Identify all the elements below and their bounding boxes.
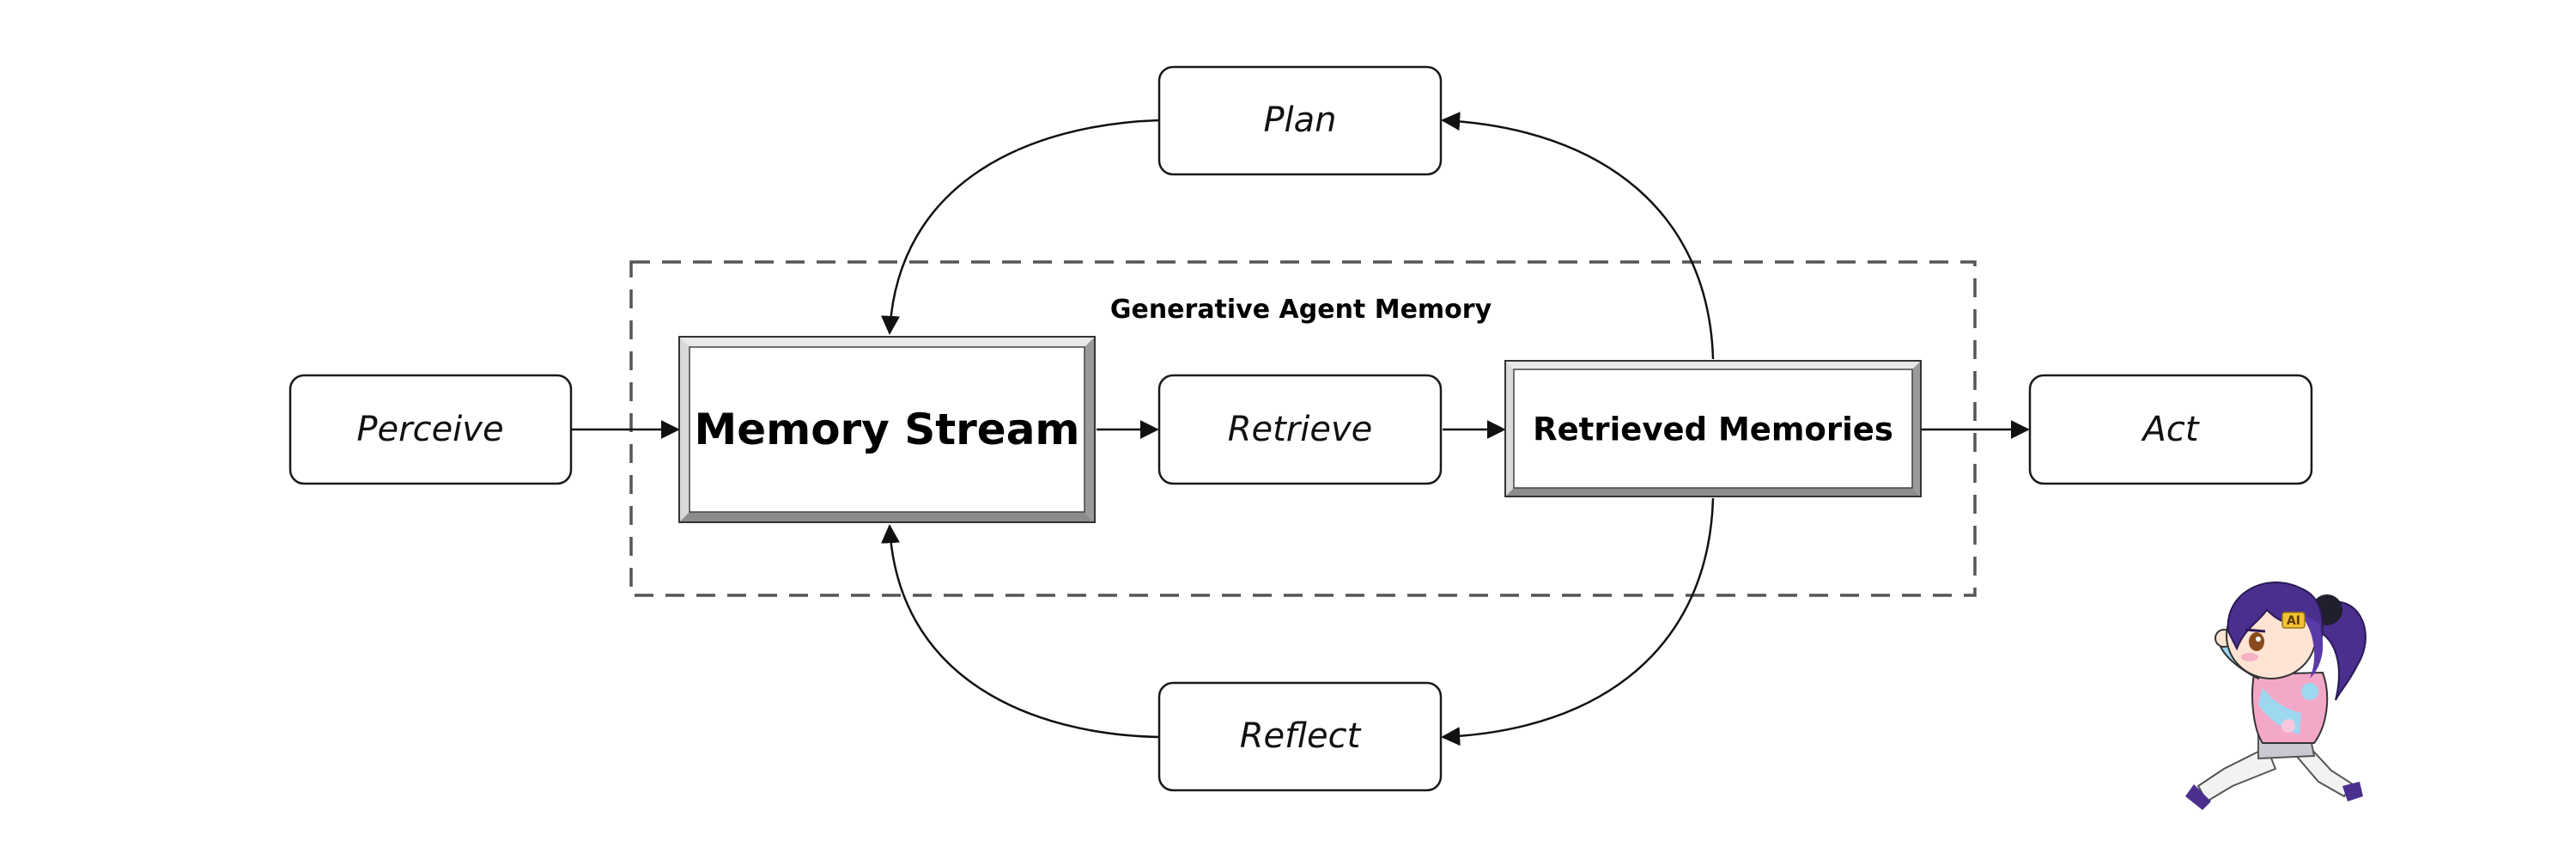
edge-retrieved-memories-to-plan — [1441, 112, 1715, 360]
node-perceive: Perceive — [289, 374, 573, 485]
node-retrieve-label: Retrieve — [1228, 410, 1373, 449]
node-retrieved-memories: Retrieved Memories — [1504, 360, 1922, 497]
chibi-girl-running-icon: AI — [2185, 582, 2366, 810]
edge-retrieved-memories-to-reflect — [1441, 497, 1715, 746]
node-retrieve: Retrieve — [1157, 374, 1443, 485]
node-perceive-label: Perceive — [356, 410, 503, 449]
edge-reflect-to-memory-stream — [881, 524, 1160, 739]
node-reflect-label: Reflect — [1240, 716, 1362, 756]
edge-plan-to-memory-stream — [881, 119, 1160, 335]
node-reflect: Reflect — [1157, 681, 1443, 792]
node-act: Act — [2028, 374, 2313, 485]
node-act-label: Act — [2140, 410, 2199, 449]
node-plan: Plan — [1157, 65, 1443, 176]
node-memory-stream: Memory Stream — [678, 336, 1096, 523]
node-retrieved-memories-label: Retrieved Memories — [1533, 411, 1893, 448]
node-memory-stream-label: Memory Stream — [694, 405, 1079, 454]
node-plan-label: Plan — [1263, 101, 1336, 140]
mascot-badge: AI — [2287, 614, 2300, 628]
group-label: Generative Agent Memory — [1110, 295, 1492, 325]
